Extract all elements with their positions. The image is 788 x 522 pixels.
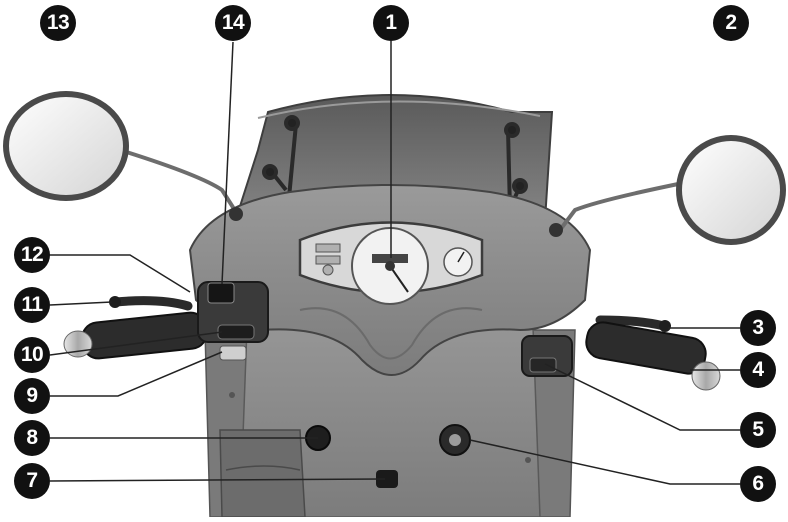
callout-10: 10 (14, 337, 50, 373)
leader-9 (50, 351, 223, 397)
callout-11: 11 (14, 287, 50, 323)
callout-14: 14 (215, 5, 251, 41)
left-mirror-stem (119, 148, 238, 214)
leader-5 (544, 363, 740, 431)
right-grip (585, 321, 707, 375)
leader-10 (49, 331, 223, 356)
callout-2: 2 (713, 5, 749, 41)
right-mirror-stem (558, 181, 684, 232)
left-brake-lever (111, 296, 193, 311)
turn-signal-switch (217, 324, 255, 340)
horn-button (219, 345, 247, 361)
glove-box-recess (219, 429, 306, 518)
headlight-switch (207, 282, 235, 304)
leader-lines (30, 41, 740, 485)
leader-14 (221, 41, 234, 285)
callout-6: 6 (740, 466, 776, 502)
callout-13: 13 (40, 5, 76, 41)
left-mirror (3, 91, 129, 201)
right-mirror (676, 135, 786, 245)
leader-12 (30, 254, 191, 293)
right-bar-end (691, 361, 721, 391)
callout-9: 9 (14, 378, 50, 414)
callout-8: 8 (14, 420, 50, 456)
leader-7 (49, 478, 386, 482)
callout-4: 4 (740, 352, 776, 388)
storage-latch (376, 470, 398, 488)
starter-button (529, 357, 557, 373)
callout-5: 5 (740, 412, 776, 448)
leader-6 (469, 439, 740, 485)
callout-3: 3 (740, 310, 776, 346)
odometer-display (372, 254, 408, 263)
callout-7: 7 (14, 463, 50, 499)
windscreen-edge (257, 100, 541, 119)
callout-12: 12 (14, 237, 50, 273)
callout-1: 1 (373, 5, 409, 41)
left-grip (81, 311, 208, 360)
leader-11 (49, 301, 113, 306)
